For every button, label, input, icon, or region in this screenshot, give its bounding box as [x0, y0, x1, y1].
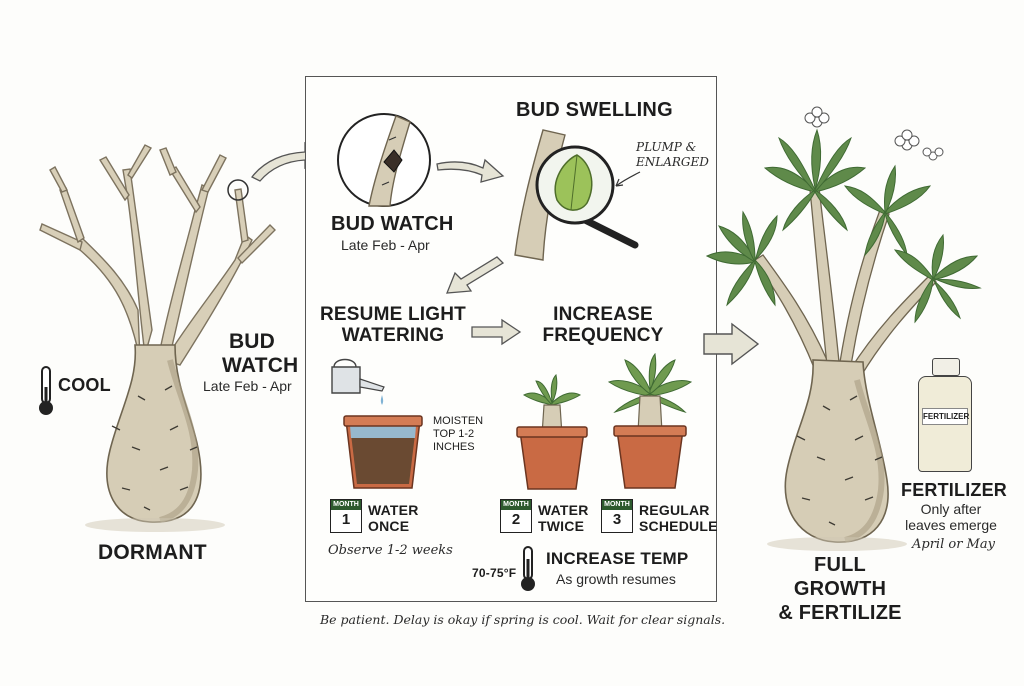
month-1-calendar-icon: MONTH 1	[330, 499, 362, 533]
fertilizer-note-line2: leaves emerge	[905, 517, 997, 533]
resume-watering-line1: RESUME LIGHT	[320, 304, 466, 325]
regular-schedule-line2: SCHEDULE	[639, 518, 718, 534]
plump-note-line2: ENLARGED	[636, 155, 709, 169]
resume-watering-line2: WATERING	[341, 325, 445, 346]
full-growth-line2: & FERTILIZE	[778, 602, 902, 624]
flow-arrow-icon	[446, 256, 505, 294]
temp-range: 70-75°F	[472, 566, 517, 580]
water-twice-line2: TWICE	[538, 518, 585, 534]
fertilizer-note-line1: Only after	[920, 501, 982, 517]
bud-closeup-icon	[337, 113, 431, 207]
month-3-number: 3	[612, 511, 622, 528]
resume-watering-title: RESUME LIGHT WATERING	[318, 304, 468, 346]
dormant-tree-illustration	[39, 144, 276, 532]
moist-soil-pot-icon	[343, 415, 423, 489]
dormant-label: DORMANT	[98, 541, 207, 564]
observe-note: Observe 1-2 weeks	[328, 543, 453, 558]
small-sprouting-plant-icon	[516, 373, 588, 490]
regular-schedule-line1: REGULAR	[639, 502, 710, 518]
water-twice-line1: WATER	[538, 502, 589, 518]
water-once-line1: WATER	[368, 502, 419, 518]
fertilizer-bottle-label: FERTILIZER	[922, 408, 969, 425]
plump-note: PLUMP & ENLARGED	[636, 140, 709, 170]
side-bud-watch-date: Late Feb - Apr	[203, 378, 292, 394]
bud-swelling-title: BUD SWELLING	[516, 99, 673, 121]
flow-arrow-icon	[703, 322, 760, 366]
full-growth-line1: FULL GROWTH	[793, 554, 887, 600]
full-growth-label: FULL GROWTH & FERTILIZE	[770, 553, 910, 625]
fertilizer-bottle-icon: FERTILIZER	[918, 358, 972, 472]
cool-label: COOL	[58, 375, 111, 395]
water-twice-label: WATER TWICE	[538, 502, 589, 534]
flow-arrow-icon	[436, 158, 505, 183]
month-1-label: MONTH	[331, 500, 361, 510]
month-3-calendar-icon: MONTH 3	[601, 499, 633, 533]
month-2-label: MONTH	[501, 500, 531, 510]
flow-arrow-icon	[471, 318, 522, 346]
thermometer-icon	[39, 366, 53, 415]
fertilizer-title: FERTILIZER	[901, 480, 1007, 500]
month-3-label: MONTH	[602, 500, 632, 510]
moisten-note-line1: MOISTEN	[433, 415, 484, 427]
side-bud-watch-line1: BUD	[228, 330, 276, 353]
month-2-calendar-icon: MONTH 2	[500, 499, 532, 533]
note-pointer-icon	[615, 171, 641, 187]
increase-frequency-title: INCREASE FREQUENCY	[528, 304, 678, 346]
moisten-note-line2: TOP 1-2	[433, 428, 475, 440]
increase-frequency-line2: FREQUENCY	[542, 325, 664, 346]
regular-schedule-label: REGULAR SCHEDULE	[639, 502, 718, 534]
water-once-label: WATER ONCE	[368, 502, 419, 534]
bud-watch-title: BUD WATCH	[331, 213, 454, 235]
increase-temp-title: INCREASE TEMP	[546, 549, 689, 568]
fertilizer-note: Only after leaves emerge	[905, 501, 997, 533]
side-bud-watch-title: BUD WATCH	[222, 330, 299, 378]
water-once-line2: ONCE	[368, 518, 410, 534]
fertilizer-when: April or May	[912, 537, 995, 552]
month-1-number: 1	[341, 511, 351, 528]
month-2-number: 2	[511, 511, 521, 528]
increase-frequency-line1: INCREASE	[553, 304, 653, 325]
increase-temp-sub: As growth resumes	[556, 571, 676, 587]
footer-note: Be patient. Delay is okay if spring is c…	[320, 612, 726, 627]
watering-can-icon	[331, 358, 385, 405]
side-bud-watch-line2: WATCH	[222, 354, 299, 377]
leafy-potted-plant-icon	[607, 352, 693, 489]
moisten-note: MOISTEN TOP 1-2 INCHES	[433, 415, 483, 454]
moisten-note-line3: INCHES	[433, 441, 475, 453]
bud-swelling-magnifier-icon	[514, 129, 639, 261]
bud-watch-date: Late Feb - Apr	[341, 237, 430, 253]
full-growth-tree-illustration	[705, 106, 982, 551]
thermometer-icon	[521, 546, 535, 591]
plump-note-line1: PLUMP &	[636, 140, 697, 154]
